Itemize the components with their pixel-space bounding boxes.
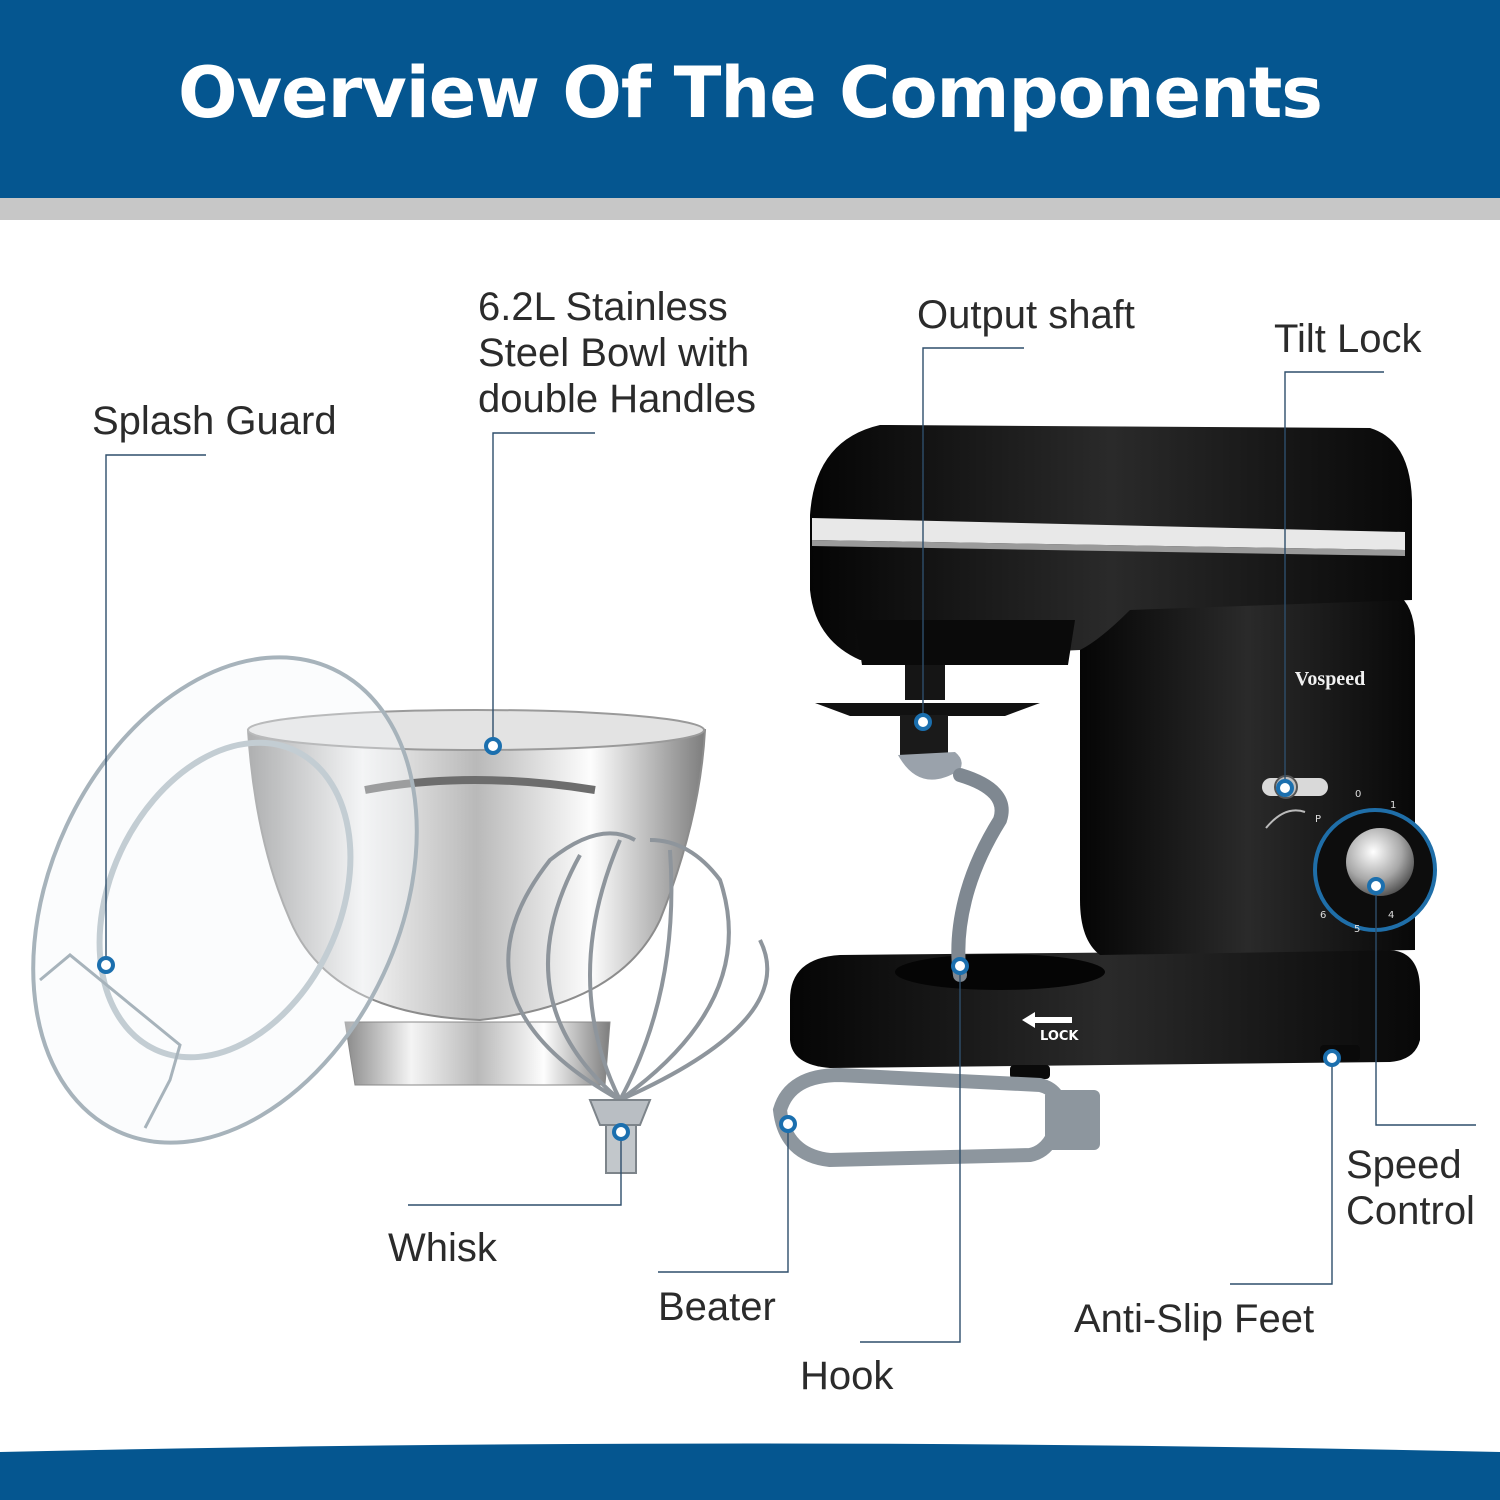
callout-line-whisk: [408, 1132, 622, 1206]
page-title: Overview Of The Components: [178, 52, 1323, 134]
callout-line-splash-guard: [105, 454, 206, 965]
callout-markers: [97, 713, 1385, 1141]
lock-label: LOCK: [1040, 1029, 1079, 1044]
label-speed-control: Speed Control: [1346, 1143, 1475, 1233]
header-banner: Overview Of The Components: [0, 0, 1500, 198]
marker-splash-guard: [97, 956, 115, 974]
dial-number-0: 0: [1355, 789, 1361, 800]
footer-wave: [0, 1443, 1500, 1500]
callout-line-beater: [658, 1124, 789, 1273]
label-whisk: Whisk: [388, 1226, 497, 1270]
stand-mixer: Vospeed 0 1 P 4 5 6 LOCK: [790, 425, 1437, 1079]
dial-number-4: 4: [1388, 910, 1394, 921]
dial-number-p: P: [1315, 814, 1321, 825]
header-divider: [0, 198, 1500, 220]
callout-line-speed-control: [1375, 886, 1476, 1126]
marker-hook: [951, 957, 969, 975]
label-tilt-lock: Tilt Lock: [1274, 317, 1422, 361]
marker-beater: [779, 1115, 797, 1133]
callout-line-anti-slip-feet: [1230, 1058, 1333, 1285]
marker-speed-control: [1367, 877, 1385, 895]
marker-whisk: [612, 1123, 630, 1141]
label-hook: Hook: [800, 1354, 894, 1398]
label-anti-slip-feet: Anti-Slip Feet: [1074, 1297, 1315, 1341]
label-beater: Beater: [658, 1285, 776, 1329]
label-bowl: 6.2L Stainless Steel Bowl with double Ha…: [478, 285, 756, 421]
brand-logo: Vospeed: [1295, 668, 1365, 690]
callout-lines: [105, 347, 1476, 1343]
callout-line-hook: [860, 966, 961, 1343]
dial-number-1: 1: [1390, 800, 1396, 811]
marker-bowl: [484, 737, 502, 755]
splash-guard-art: [31, 655, 419, 1145]
marker-anti-slip-feet: [1323, 1049, 1341, 1067]
callout-line-output-shaft: [922, 347, 1024, 722]
label-splash-guard: Splash Guard: [92, 399, 337, 443]
label-output-shaft: Output shaft: [917, 293, 1135, 337]
callout-line-bowl: [492, 432, 595, 746]
dial-number-6: 6: [1320, 910, 1326, 921]
callout-line-tilt-lock: [1284, 371, 1384, 788]
dial-number-5: 5: [1354, 924, 1360, 935]
beater-art: [772, 1067, 1100, 1168]
marker-output-shaft: [914, 713, 932, 731]
marker-tilt-lock: [1276, 779, 1294, 797]
